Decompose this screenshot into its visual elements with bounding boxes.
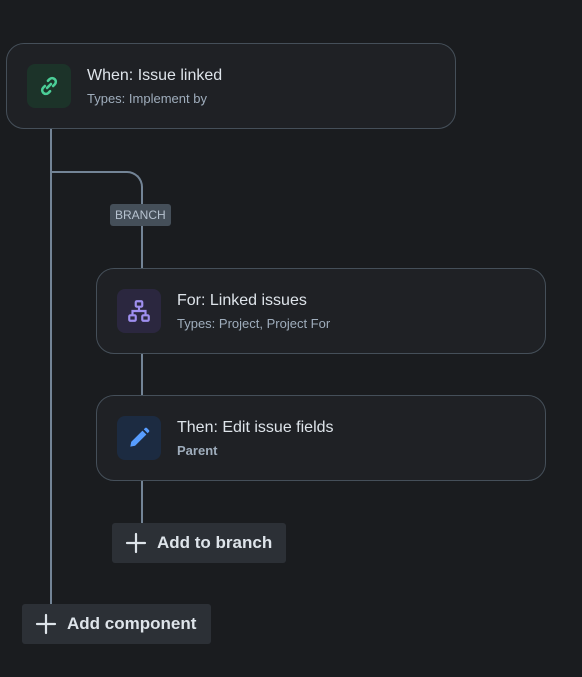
link-icon bbox=[40, 76, 58, 96]
action-card[interactable]: Then: Edit issue fields Parent bbox=[96, 395, 546, 481]
trigger-title: When: Issue linked bbox=[87, 66, 223, 84]
main-connector-line bbox=[50, 128, 52, 605]
plus-icon bbox=[35, 613, 57, 635]
branch-connector-line bbox=[141, 353, 143, 396]
pencil-icon bbox=[130, 427, 150, 447]
action-subtitle: Parent bbox=[177, 442, 218, 458]
branch-condition-title: For: Linked issues bbox=[177, 291, 307, 309]
add-component-button[interactable]: Add component bbox=[22, 604, 211, 644]
trigger-icon-tile bbox=[27, 64, 71, 108]
branch-connector-line bbox=[141, 480, 143, 524]
trigger-card[interactable]: When: Issue linked Types: Implement by bbox=[6, 43, 456, 129]
branch-tag: BRANCH bbox=[110, 204, 171, 226]
add-to-branch-label: Add to branch bbox=[157, 533, 273, 552]
branch-icon-tile bbox=[117, 289, 161, 333]
branch-connector-curve bbox=[51, 171, 143, 211]
plus-icon bbox=[125, 532, 147, 554]
branch-condition-subtitle: Types: Project, Project For bbox=[177, 315, 331, 331]
branch-condition-card[interactable]: For: Linked issues Types: Project, Proje… bbox=[96, 268, 546, 354]
add-component-label: Add component bbox=[67, 614, 197, 633]
action-icon-tile bbox=[117, 416, 161, 460]
hierarchy-icon bbox=[128, 300, 150, 322]
branch-connector-line bbox=[141, 205, 143, 269]
trigger-subtitle: Types: Implement by bbox=[87, 90, 207, 106]
action-title: Then: Edit issue fields bbox=[177, 418, 334, 436]
add-to-branch-button[interactable]: Add to branch bbox=[112, 523, 286, 563]
